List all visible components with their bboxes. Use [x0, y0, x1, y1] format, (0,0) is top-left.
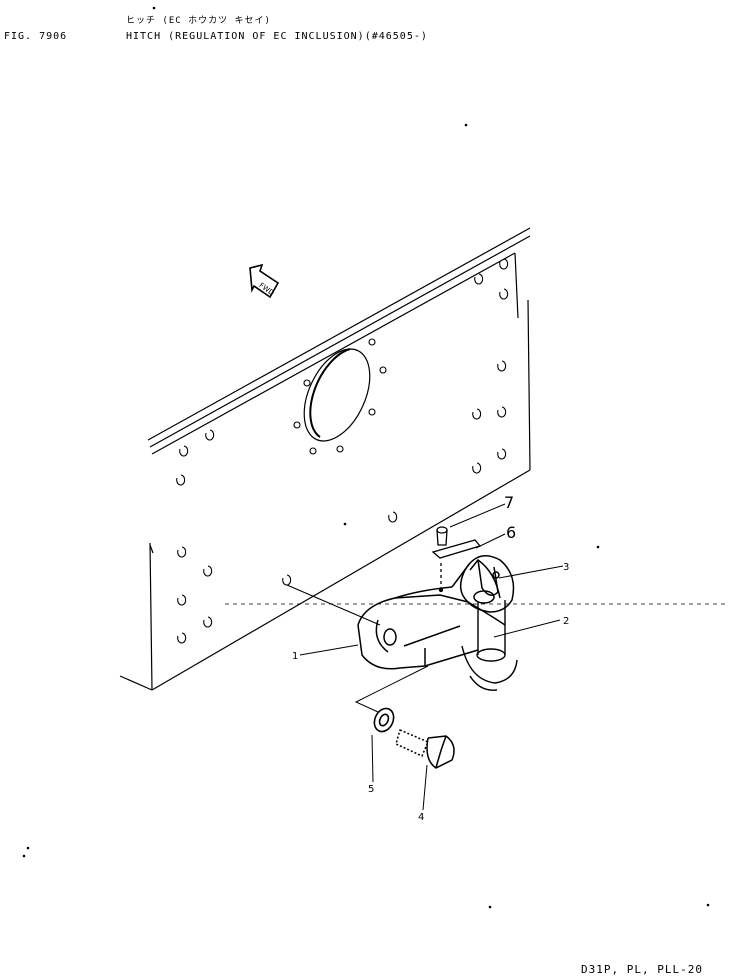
leader-lines [286, 503, 564, 811]
hitch-pin [461, 600, 518, 691]
callout-6: 6 [506, 523, 516, 542]
hitch-body [357, 586, 506, 670]
fwd-arrow-icon [249, 263, 280, 299]
title-english: HITCH (REGULATION OF EC INCLUSION)(#4650… [126, 31, 428, 42]
stray-marks [22, 6, 710, 909]
hitch-clevis-top [451, 555, 515, 613]
screw [436, 526, 448, 546]
callout-3: 3 [563, 562, 569, 573]
callout-5: 5 [368, 784, 374, 795]
washer [373, 707, 395, 733]
callout-1: 1 [292, 651, 298, 662]
plate-opening [303, 348, 371, 442]
figure-number: FIG. 7906 [4, 31, 68, 42]
title-japanese: ヒッチ (EC ホウカツ キセイ) [126, 16, 271, 26]
callout-7: 7 [504, 493, 514, 512]
frame-plate [119, 227, 531, 691]
bolt-holes [176, 258, 509, 644]
callout-2: 2 [563, 616, 569, 627]
model-footer: D31P, PL, PLL-20 [581, 963, 703, 976]
callout-4: 4 [418, 812, 424, 823]
bolt [395, 728, 455, 769]
